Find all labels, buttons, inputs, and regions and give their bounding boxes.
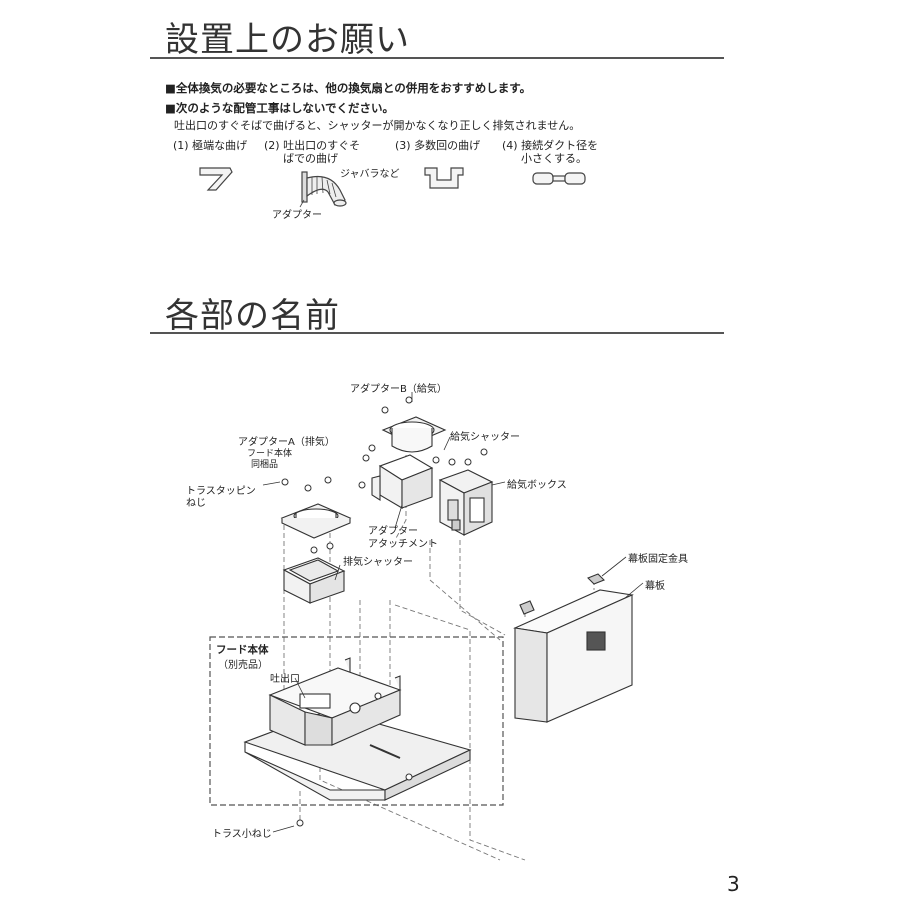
label-adapter-a: アダプターA（排気） bbox=[238, 437, 335, 448]
label-kyuki-box: 給気ボックス bbox=[507, 480, 567, 491]
screw-icon bbox=[326, 542, 334, 550]
page-number: 3 bbox=[727, 872, 740, 896]
range-hood-part bbox=[243, 657, 472, 801]
screw-icon bbox=[480, 448, 488, 456]
exhaust-shutter-part bbox=[282, 557, 346, 604]
front-panel-part bbox=[513, 589, 634, 723]
label-haiki-shutter: 排気シャッター bbox=[343, 557, 413, 568]
example-1-label: (1) 極端な曲げ bbox=[173, 139, 248, 152]
screw-icon bbox=[358, 481, 366, 489]
section-title-installation: 設置上のお願い bbox=[165, 20, 410, 60]
screw-icon bbox=[405, 396, 413, 404]
adapter-b-part bbox=[381, 416, 447, 453]
screw-icon bbox=[405, 773, 413, 781]
label-truss-tapping-2: ねじ bbox=[186, 498, 206, 509]
supply-box-part bbox=[438, 469, 494, 536]
jabara-label: ジャバラなど bbox=[340, 169, 400, 180]
example-2-label-line2: ばでの曲げ bbox=[283, 152, 338, 165]
label-toshutsu: 吐出口 bbox=[270, 674, 300, 685]
section-title-part-names: 各部の名前 bbox=[165, 296, 340, 336]
screw-icon bbox=[296, 819, 304, 827]
screw-icon bbox=[310, 546, 318, 554]
label-truss-small-screw: トラス小ねじ bbox=[212, 829, 272, 840]
label-adapter-b: アダプターB（給気） bbox=[350, 384, 447, 395]
example-4-label: (4) 接続ダクト径を bbox=[502, 139, 599, 152]
panel-bracket-part bbox=[519, 573, 605, 615]
title-rule-2 bbox=[150, 332, 724, 334]
hood-boundary bbox=[209, 636, 504, 806]
screw-icon bbox=[281, 478, 289, 486]
screw-icon bbox=[368, 444, 376, 452]
note-piping-detail: 吐出口のすぐそばで曲げると、シャッターが開かなくなり正しく排気されません。 bbox=[174, 119, 581, 132]
screw-icon bbox=[432, 456, 440, 464]
label-adapter-a-note1: フード本体 bbox=[247, 449, 293, 459]
label-adapter-attachment-2: アタッチメント bbox=[368, 539, 438, 550]
adapter-a-part bbox=[280, 503, 352, 539]
title-rule bbox=[150, 57, 724, 59]
screw-icon bbox=[304, 484, 312, 492]
screw-icon bbox=[448, 458, 456, 466]
note-piping: ■次のような配管工事はしないでください。 bbox=[165, 101, 395, 115]
reduced-duct-icon bbox=[532, 172, 586, 185]
label-adapter-attachment: アダプター bbox=[368, 526, 418, 537]
note-ventilation: ■全体換気の必要なところは、他の換気扇との併用をおすすめします。 bbox=[165, 81, 532, 95]
label-hood-note: （別売品） bbox=[218, 660, 268, 671]
adapter-label: アダプター bbox=[272, 210, 322, 221]
screw-icon bbox=[324, 476, 332, 484]
example-2-label: (2) 吐出口のすぐそ bbox=[264, 139, 361, 152]
screw-icon bbox=[381, 406, 389, 414]
screw-icon bbox=[464, 458, 472, 466]
label-adapter-a-note2: 同梱品 bbox=[251, 460, 279, 470]
multiple-bends-icon bbox=[424, 167, 464, 189]
screw-icon bbox=[362, 454, 370, 462]
label-makuita: 幕板 bbox=[645, 581, 665, 592]
bellows-duct-icon bbox=[299, 171, 347, 208]
label-hood: フード本体 bbox=[216, 644, 269, 656]
adapter-attachment-part bbox=[371, 454, 434, 509]
label-truss-tapping: トラスタッピン bbox=[186, 486, 256, 497]
example-4-label-line2: 小さくする。 bbox=[521, 152, 587, 165]
sharp-bend-icon bbox=[199, 167, 233, 191]
label-kyuki-shutter: 給気シャッター bbox=[450, 432, 520, 443]
label-makuita-kanagu: 幕板固定金具 bbox=[628, 554, 688, 565]
example-3-label: (3) 多数回の曲げ bbox=[395, 139, 481, 152]
